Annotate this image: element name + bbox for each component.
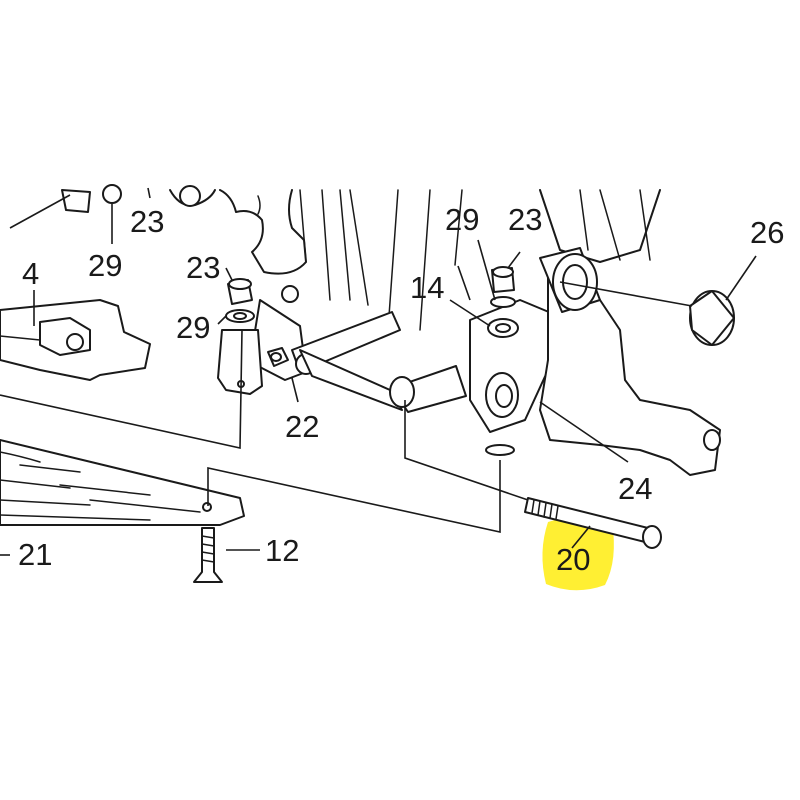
callout-4: 4 [22, 256, 39, 291]
callout-26: 26 [750, 215, 784, 250]
callout-29-mid: 29 [445, 202, 479, 237]
callout-20: 20 [556, 542, 590, 577]
part-12-screw [193, 527, 223, 583]
callout-21: 21 [18, 537, 52, 572]
callout-29-top: 29 [88, 248, 122, 283]
callout-12: 12 [265, 533, 299, 568]
leader-lines [0, 187, 757, 556]
callout-14: 14 [410, 270, 444, 305]
callout-29-left: 29 [176, 310, 210, 345]
part-26-cap [689, 290, 735, 346]
part-20-bolt [524, 497, 662, 549]
callout-labels: 23 29 4 23 29 22 29 23 14 26 24 20 12 21 [18, 202, 784, 577]
assembly-lines [0, 281, 693, 533]
part-22-nut [267, 347, 289, 367]
highlight-marker-20 [542, 517, 614, 591]
hardware-left-stack [217, 278, 263, 395]
callout-23-top: 23 [130, 204, 164, 239]
part-21-footboard [0, 439, 245, 526]
callout-24: 24 [618, 471, 652, 506]
callout-23-left: 23 [186, 250, 220, 285]
callout-22: 22 [285, 409, 319, 444]
hardware-mid-stack [485, 266, 519, 456]
part-4-assembly [0, 299, 151, 381]
callout-23-mid: 23 [508, 202, 542, 237]
